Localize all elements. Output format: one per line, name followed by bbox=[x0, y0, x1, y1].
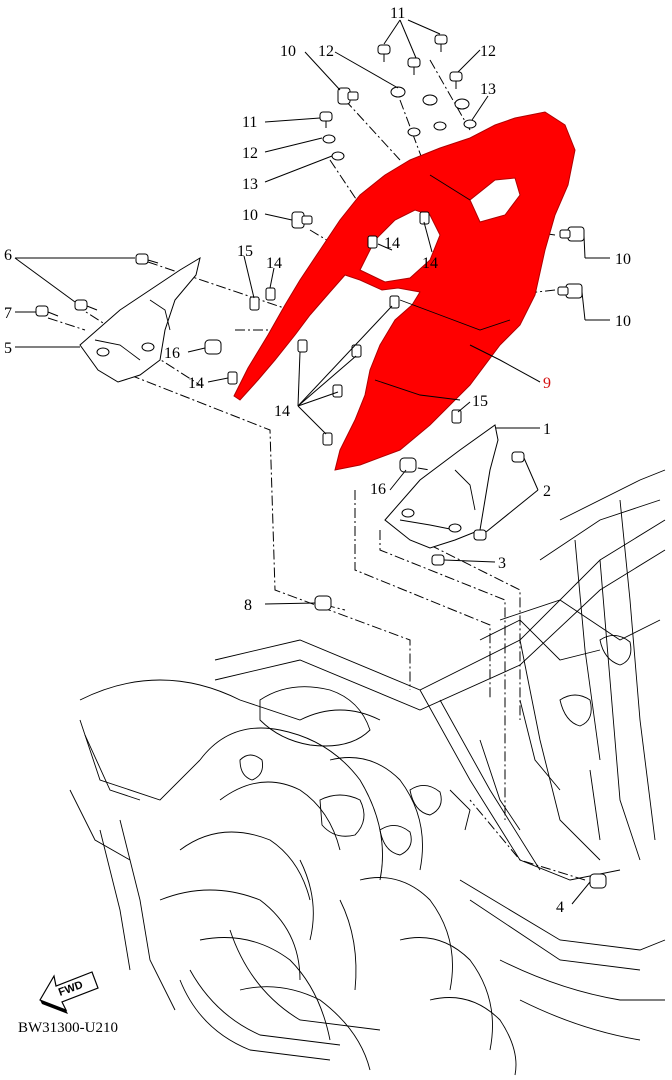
fwd-arrow-icon: FWD bbox=[39, 971, 99, 1014]
callout-15: 15 bbox=[237, 243, 253, 260]
grommet-icon bbox=[291, 211, 313, 229]
callout-13: 13 bbox=[242, 176, 258, 193]
damper-icon bbox=[399, 457, 417, 473]
screw-icon bbox=[377, 44, 391, 62]
callout-14: 14 bbox=[384, 235, 400, 252]
hardware bbox=[35, 34, 607, 889]
callout-4: 4 bbox=[556, 899, 564, 916]
callout-8: 8 bbox=[244, 597, 252, 614]
grommet-icon bbox=[337, 87, 359, 105]
nut-icon bbox=[265, 287, 276, 301]
callout-3: 3 bbox=[498, 555, 506, 572]
washer-icon bbox=[407, 127, 421, 137]
callout-12: 12 bbox=[318, 43, 334, 60]
screw-icon bbox=[449, 71, 463, 89]
nut-icon bbox=[297, 339, 308, 353]
callout-1: 1 bbox=[543, 421, 551, 438]
callout-9: 9 bbox=[543, 375, 551, 392]
callout-14: 14 bbox=[422, 255, 438, 272]
washer-icon bbox=[463, 119, 477, 129]
callout-10: 10 bbox=[280, 43, 296, 60]
washer-icon bbox=[433, 121, 447, 131]
bolt-icon bbox=[135, 253, 159, 265]
callout-16: 16 bbox=[164, 345, 180, 362]
callout-12: 12 bbox=[480, 43, 496, 60]
damper-icon bbox=[314, 595, 332, 611]
nut-icon bbox=[351, 344, 362, 358]
screw-icon bbox=[434, 34, 448, 52]
tail-cowling-highlighted bbox=[233, 111, 576, 471]
clip-icon bbox=[451, 409, 462, 424]
washer-icon bbox=[390, 86, 406, 98]
callout-14: 14 bbox=[266, 255, 282, 272]
damper-icon bbox=[589, 873, 607, 889]
callout-7: 7 bbox=[4, 305, 12, 322]
nut-icon bbox=[367, 235, 378, 249]
callout-2: 2 bbox=[543, 483, 551, 500]
callout-labels: 11 12 10 12 13 11 12 13 10 15 14 14 14 1… bbox=[4, 5, 631, 916]
diagram-code: BW31300-U210 bbox=[18, 1020, 118, 1036]
frame-sketch bbox=[69, 469, 666, 1076]
washer-icon bbox=[331, 151, 345, 161]
bolt-icon bbox=[511, 451, 525, 463]
grommet-icon bbox=[557, 283, 583, 299]
bolt-icon bbox=[431, 554, 445, 566]
bolt-icon bbox=[473, 529, 487, 541]
screw-icon bbox=[407, 57, 421, 75]
callout-10: 10 bbox=[615, 251, 631, 268]
callout-11: 11 bbox=[390, 5, 405, 22]
nut-icon bbox=[389, 295, 400, 309]
callout-14: 14 bbox=[274, 403, 290, 420]
leader-lines bbox=[14, 19, 610, 905]
callout-16: 16 bbox=[370, 481, 386, 498]
callout-5: 5 bbox=[4, 340, 12, 357]
callout-15: 15 bbox=[472, 393, 488, 410]
callout-12: 12 bbox=[242, 145, 258, 162]
callout-6: 6 bbox=[4, 247, 12, 264]
callout-10: 10 bbox=[242, 207, 258, 224]
grommet-icon bbox=[559, 226, 585, 242]
callout-14: 14 bbox=[188, 375, 204, 392]
callout-13: 13 bbox=[480, 81, 496, 98]
washer-icon bbox=[322, 134, 336, 144]
nut-icon bbox=[332, 384, 343, 398]
damper-icon bbox=[204, 339, 222, 355]
washer-icon bbox=[454, 98, 470, 110]
clip-icon bbox=[249, 296, 260, 311]
screw-icon bbox=[319, 111, 333, 128]
washer-icon bbox=[422, 94, 438, 106]
callout-10: 10 bbox=[615, 313, 631, 330]
callout-11: 11 bbox=[242, 114, 257, 131]
nut-icon bbox=[227, 371, 238, 385]
side-cover-left bbox=[79, 256, 201, 383]
bolt-icon bbox=[35, 305, 59, 317]
side-cover-right bbox=[384, 424, 499, 549]
nut-icon bbox=[322, 432, 333, 446]
bolt-icon bbox=[74, 299, 98, 311]
